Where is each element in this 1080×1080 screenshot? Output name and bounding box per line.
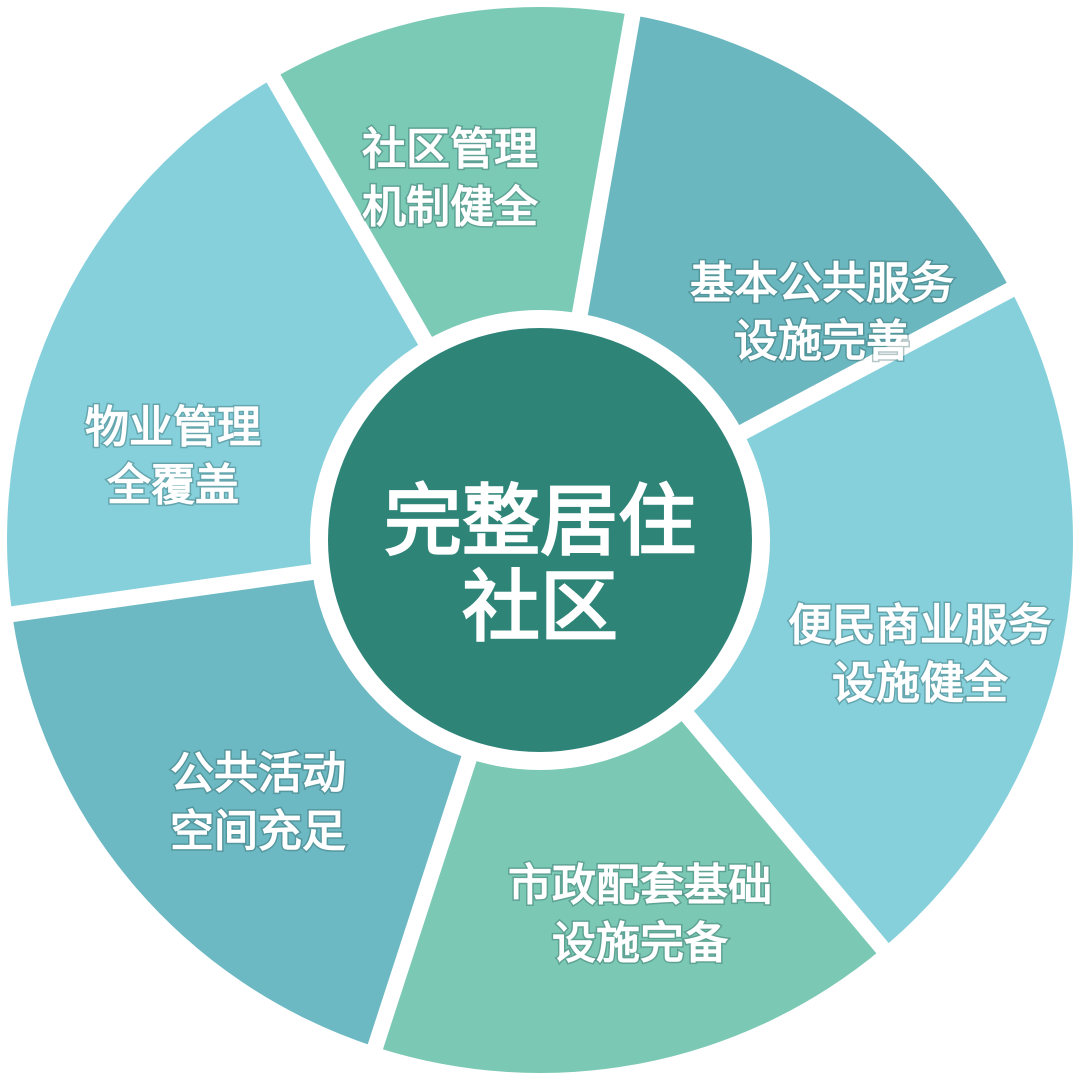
center-title-line1: 完整居住 — [384, 477, 696, 567]
segment-3-label-line2: 设施健全 — [832, 658, 1009, 709]
segment-5-label-line1: 公共活动 — [170, 748, 346, 799]
center-title-line2: 社区 — [462, 563, 618, 653]
segment-2-label-line1: 基本公共服务 — [690, 258, 954, 309]
segment-4-label-line2: 设施完备 — [552, 918, 729, 969]
segment-1-label-line2: 机制健全 — [362, 182, 539, 233]
segment-3 — [540, 289, 1073, 949]
segment-6-label-line2: 全覆盖 — [106, 460, 239, 511]
segment-6-label-line1: 物业管理 — [85, 402, 261, 453]
center-circle — [328, 328, 752, 752]
segment-2-label-line2: 设施完善 — [734, 316, 910, 367]
segment-4-label-line1: 市政配套基础 — [508, 860, 772, 911]
segment-5-label-line2: 空间充足 — [170, 806, 346, 857]
segment-3-label-line1: 便民商业服务 — [788, 600, 1052, 651]
segment-1-label-line1: 社区管理 — [362, 124, 538, 175]
